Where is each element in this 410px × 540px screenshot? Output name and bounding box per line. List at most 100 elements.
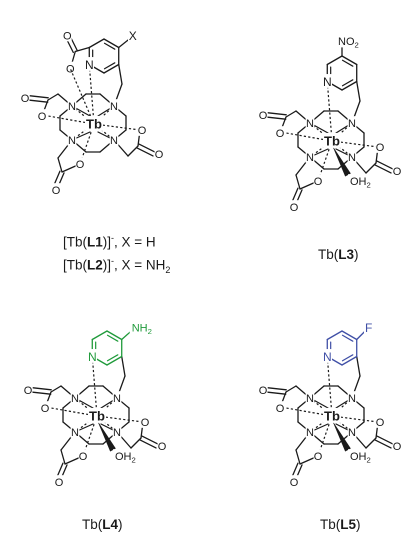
aromatic-bond bbox=[106, 334, 119, 342]
pyridine-nitrogen-label: N bbox=[88, 350, 97, 364]
label-knockout bbox=[129, 320, 151, 334]
macrocycle-nitrogen-label: N bbox=[348, 393, 356, 405]
label-knockout bbox=[157, 439, 167, 452]
arm-bond bbox=[121, 355, 126, 377]
label-knockout bbox=[275, 126, 285, 139]
carbonyl-bond bbox=[291, 187, 299, 203]
label-knockout bbox=[128, 28, 138, 42]
label-knockout bbox=[348, 174, 369, 188]
aromatic-bond bbox=[103, 62, 116, 70]
label-knockout bbox=[258, 383, 268, 396]
macrocycle-nitrogen-label: N bbox=[68, 135, 76, 147]
label-knockout bbox=[275, 401, 285, 414]
label-knockout bbox=[23, 383, 33, 396]
water-label: OH2 bbox=[350, 451, 371, 465]
macrocycle-nitrogen-label: N bbox=[68, 101, 76, 113]
ring-bond bbox=[341, 80, 358, 91]
label-knockout bbox=[20, 91, 30, 104]
label-knockout bbox=[51, 183, 61, 196]
label-knockout bbox=[347, 391, 357, 404]
coordination-bond bbox=[326, 356, 333, 417]
label-knockout bbox=[137, 123, 147, 136]
ring-bond bbox=[341, 355, 358, 366]
label-knockout bbox=[67, 133, 77, 146]
carbonyl-oxygen-label: O bbox=[158, 441, 167, 453]
label-knockout bbox=[65, 61, 75, 75]
label-knockout bbox=[75, 157, 85, 170]
label-knockout bbox=[78, 449, 88, 462]
acetate-oxygen-label: O bbox=[38, 111, 47, 123]
carbonyl-bond bbox=[374, 164, 392, 174]
arm-bond bbox=[60, 449, 66, 465]
caption-tb-l1: [Tb(L1)]-, X = H bbox=[63, 233, 156, 250]
ring-bond bbox=[341, 55, 358, 66]
macrocycle-nitrogen-label: N bbox=[306, 118, 314, 130]
macrocycle-nitrogen-label: N bbox=[348, 427, 356, 439]
carbonyl-oxygen-label: O bbox=[52, 185, 61, 197]
amino-label: NH2 bbox=[132, 322, 152, 336]
macrocycle-nitrogen-label: N bbox=[71, 393, 79, 405]
carbonyl-oxygen-label: O bbox=[155, 149, 164, 161]
pyridine-nitrogen-label: N bbox=[323, 75, 332, 89]
aromatic-bond bbox=[103, 42, 116, 50]
macrocycle-nitrogen-label: N bbox=[306, 427, 314, 439]
coordination-bond bbox=[285, 132, 333, 142]
acetate-oxygen-label: O bbox=[138, 125, 147, 137]
label-knockout bbox=[54, 475, 64, 488]
ring-bond bbox=[106, 330, 123, 341]
arm-bond bbox=[285, 385, 297, 393]
nitro-label: NO2 bbox=[338, 36, 359, 50]
label-knockout bbox=[109, 99, 119, 112]
carbonyl-bond bbox=[29, 95, 49, 99]
coordination-bond bbox=[88, 64, 95, 125]
acetate-oxygen-label: O bbox=[76, 159, 85, 171]
label-knockout bbox=[305, 391, 315, 404]
caption-tb-l5: Tb(L5) bbox=[320, 517, 361, 532]
caption-tb-l4: Tb(L4) bbox=[82, 517, 123, 532]
carbonyl-bond bbox=[376, 160, 394, 170]
macrocycle-nitrogen-label: N bbox=[348, 118, 356, 130]
label-knockout bbox=[392, 439, 402, 452]
label-knockout bbox=[87, 407, 107, 423]
ring-bond bbox=[103, 38, 120, 49]
pyridine-nitrogen-label: N bbox=[85, 58, 94, 72]
label-knockout bbox=[364, 320, 374, 334]
carbonyl-oxygen-label: O bbox=[63, 30, 72, 42]
wedge-bond bbox=[332, 145, 351, 177]
coordination-bond bbox=[91, 356, 98, 417]
coordination-bond bbox=[96, 415, 144, 423]
carbonyl-oxygen-label: O bbox=[259, 110, 268, 122]
label-knockout bbox=[305, 150, 315, 163]
label-knockout bbox=[322, 349, 332, 363]
aromatic-bond bbox=[341, 59, 354, 67]
aromatic-bond bbox=[341, 334, 354, 342]
carbonyl-oxygen-label: O bbox=[393, 441, 402, 453]
water-label: OH2 bbox=[350, 176, 371, 190]
macrocycle-nitrogen-label: N bbox=[306, 152, 314, 164]
arm-bond bbox=[356, 80, 361, 102]
label-knockout bbox=[154, 147, 164, 160]
ring-bond bbox=[326, 55, 343, 66]
terbium-label: Tb bbox=[324, 409, 340, 424]
ring-bond bbox=[341, 330, 358, 341]
acetate-oxygen-label: O bbox=[376, 142, 385, 154]
carbonyl-bond bbox=[70, 37, 78, 52]
carbonyl-bond bbox=[267, 387, 287, 391]
coordination-bond bbox=[331, 140, 379, 148]
label-knockout bbox=[305, 116, 315, 129]
label-knockout bbox=[392, 164, 402, 177]
carbonyl-bond bbox=[32, 387, 52, 391]
label-knockout bbox=[40, 401, 50, 414]
terbium-label: Tb bbox=[86, 117, 102, 132]
substituent-bond bbox=[121, 330, 132, 341]
acetate-oxygen-label: O bbox=[276, 403, 285, 415]
ring-bond bbox=[88, 38, 105, 49]
acetate-oxygen-label: O bbox=[79, 451, 88, 463]
label-knockout bbox=[347, 116, 357, 129]
aromatic-bond bbox=[341, 354, 354, 362]
label-knockout bbox=[84, 57, 94, 71]
ring-bond bbox=[91, 330, 108, 341]
arm-bond bbox=[57, 157, 63, 173]
